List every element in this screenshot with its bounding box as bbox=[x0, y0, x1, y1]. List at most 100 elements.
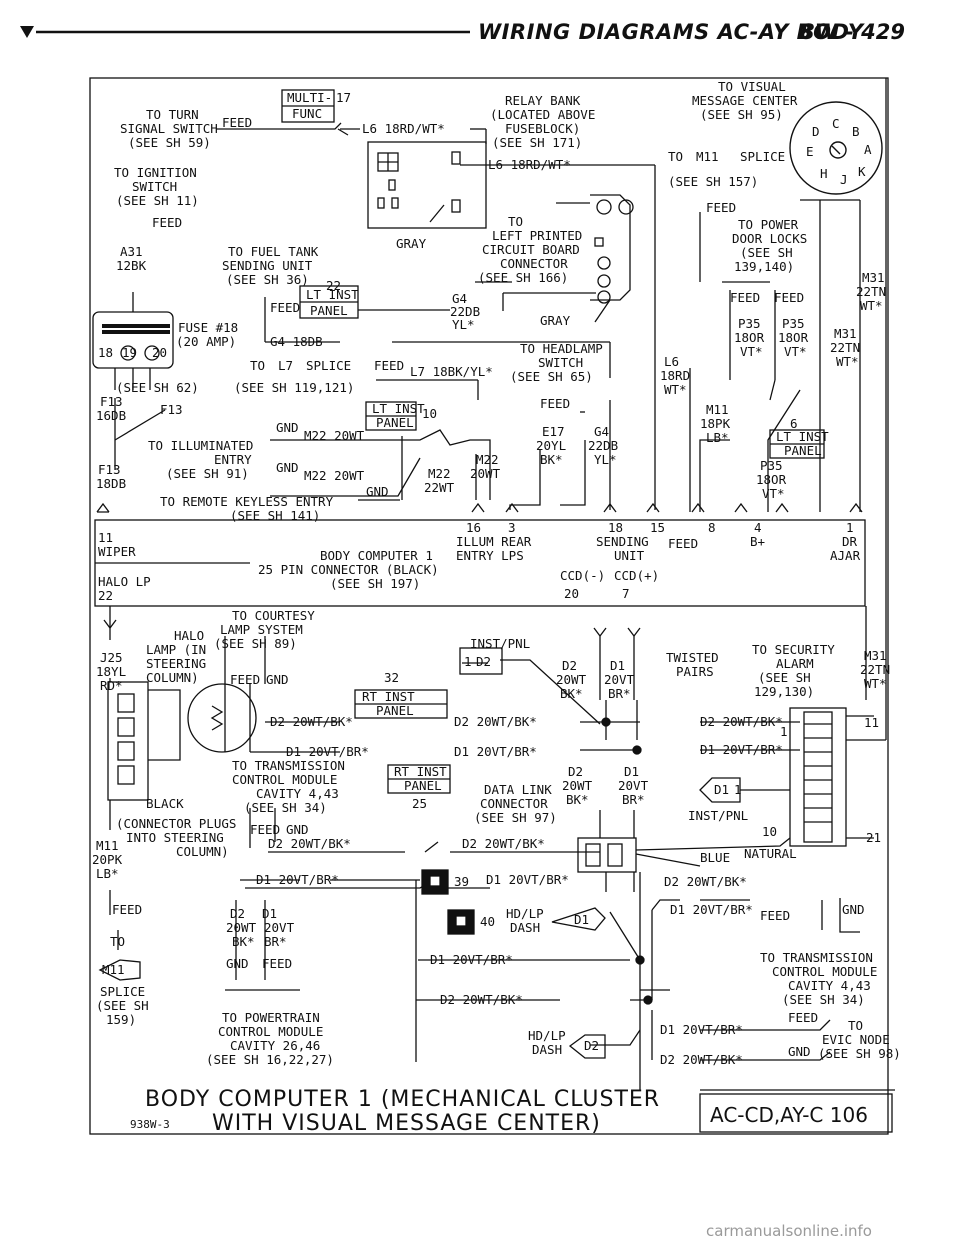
label-pin-1b: 1 bbox=[780, 724, 788, 739]
label-gray-2: GRAY bbox=[540, 313, 571, 328]
label-rt-panel-2: PANEL bbox=[404, 778, 442, 793]
label-feed-6: FEED bbox=[374, 358, 404, 373]
label-steering: STEERING bbox=[146, 656, 206, 671]
label-to-courtesy: TO COURTESY bbox=[232, 608, 315, 623]
header-rule bbox=[20, 26, 470, 38]
label-evic-node: EVIC NODE bbox=[822, 1032, 890, 1047]
label-to-fuel: TO FUEL TANK bbox=[228, 244, 319, 259]
label-fuse-pin-18: 18 bbox=[98, 345, 113, 360]
label-connector-2: CONNECTOR bbox=[480, 796, 548, 811]
label-d2-1-color: BK* bbox=[560, 686, 583, 701]
label-fuse-pin-19: 19 bbox=[122, 345, 137, 360]
label-pairs: PAIRS bbox=[676, 664, 714, 679]
label-panel: PANEL bbox=[310, 303, 348, 318]
label-d1-3-wire: 20VT bbox=[264, 920, 295, 935]
label-25: 25 bbox=[412, 796, 427, 811]
label-circuit-board: CIRCUIT BOARD bbox=[482, 242, 580, 257]
mc-letter-e: E bbox=[806, 144, 814, 159]
label-m11: M11 bbox=[696, 149, 719, 164]
label-control-module-3: CONTROL MODULE bbox=[218, 1024, 323, 1039]
label-f13-b-wire: 18DB bbox=[96, 476, 126, 491]
label-ajar: AJAR bbox=[830, 548, 861, 563]
label-body-computer: BODY COMPUTER 1 bbox=[320, 548, 433, 563]
label-to-power: TO POWER bbox=[738, 217, 799, 232]
label-feed-11: FEED bbox=[112, 902, 142, 917]
label-see-sh-11: (SEE SH 11) bbox=[116, 193, 199, 208]
label-to-illuminated: TO ILLUMINATED bbox=[148, 438, 253, 453]
label-cavity-443: CAVITY 4,43 bbox=[256, 786, 339, 801]
label-17: 17 bbox=[336, 90, 351, 105]
label-m11-b-wire: 18PK bbox=[700, 416, 731, 431]
mc-letter-b: B bbox=[852, 124, 860, 139]
label-rt-inst: RT INST bbox=[362, 689, 415, 704]
label-g4-b-wire: 22DB bbox=[588, 438, 618, 453]
mc-letter-k: K bbox=[858, 164, 866, 179]
label-d2-3: D2 bbox=[230, 906, 245, 921]
label-lt-inst-3: LT INST bbox=[776, 429, 829, 444]
label-d2-line-3: D2 20WT/BK* bbox=[700, 714, 783, 729]
label-sending: SENDING bbox=[596, 534, 649, 549]
label-d1-line-5: D1 20VT/BR* bbox=[486, 872, 569, 887]
label-d2-2-wire: 20WT bbox=[562, 778, 593, 793]
label-to-turn: TO TURN bbox=[146, 107, 199, 122]
label-l7: L7 bbox=[278, 358, 293, 373]
label-entry: ENTRY bbox=[214, 452, 252, 467]
label-d1-line-3: D1 20VT/BR* bbox=[700, 742, 783, 757]
label-switch-2: SWITCH bbox=[538, 355, 583, 370]
label-m11-c-color: LB* bbox=[96, 866, 119, 881]
label-m31-a-wire: 22TN bbox=[856, 284, 886, 299]
label-to-headlamp: TO HEADLAMP bbox=[520, 341, 603, 356]
label-relay-bank: RELAY BANK bbox=[505, 93, 581, 108]
label-sh-139: 139,140) bbox=[734, 259, 794, 274]
label-p35-a: P35 bbox=[738, 316, 761, 331]
label-m11-b-color: LB* bbox=[706, 430, 729, 445]
label-fuseblock: FUSEBLOCK) bbox=[505, 121, 580, 136]
label-see-sh-97: (SEE SH 97) bbox=[474, 810, 557, 825]
label-to-l7: TO bbox=[250, 358, 265, 373]
label-20-amp: (20 AMP) bbox=[176, 334, 236, 349]
label-m22-a: M22 bbox=[476, 452, 499, 467]
label-d1-3: D1 bbox=[262, 906, 277, 921]
label-fuse-pin-20: 20 bbox=[152, 345, 167, 360]
label-j25: J25 bbox=[100, 650, 123, 665]
mc-letter-d: D bbox=[812, 124, 820, 139]
watermark: carmanualsonline.info bbox=[706, 1222, 872, 1240]
diagram-lines bbox=[89, 77, 895, 1135]
label-d1-tag-2: D1 bbox=[574, 912, 589, 927]
label-sh-129: 129,130) bbox=[754, 684, 814, 699]
label-multi-func-1: MULTI- bbox=[287, 90, 332, 105]
triangle-marker-icon bbox=[20, 26, 34, 38]
label-m11-d: M11 bbox=[102, 962, 125, 977]
label-d1-line-4: D1 20VT/BR* bbox=[256, 872, 339, 887]
label-blue: BLUE bbox=[700, 850, 730, 865]
label-m22-20wt-2: M22 20WT bbox=[304, 468, 365, 483]
label-feed-14: FEED bbox=[788, 1010, 818, 1025]
label-halo-lp: HALO LP bbox=[98, 574, 151, 589]
message-center-connector-icon bbox=[789, 101, 883, 195]
label-gnd-2: GND bbox=[276, 460, 299, 475]
label-g4-b-color: YL* bbox=[594, 452, 617, 467]
label-d2-line-8: D2 20WT/BK* bbox=[660, 1052, 743, 1067]
label-p35-b-wire: 18OR bbox=[778, 330, 809, 345]
label-pin-tag-d2: D2 bbox=[476, 654, 491, 669]
label-control-module-2: CONTROL MODULE bbox=[772, 964, 877, 979]
label-pin-18: 18 bbox=[608, 520, 623, 535]
label-m31-b: M31 bbox=[834, 326, 857, 341]
label-e17: E17 bbox=[542, 424, 565, 439]
label-l6-color: WT* bbox=[664, 382, 687, 397]
label-l6-wire: L6 18RD/WT* bbox=[362, 121, 445, 136]
label-m22-20wt: M22 20WT bbox=[304, 428, 365, 443]
label-feed-7: FEED bbox=[540, 396, 570, 411]
label-feed-9: FEED bbox=[230, 672, 260, 687]
label-lt-inst: LT INST bbox=[306, 287, 359, 302]
label-pin-10: 10 bbox=[762, 824, 777, 839]
mc-letter-a: A bbox=[864, 142, 872, 157]
mc-letter-c: C bbox=[832, 116, 840, 131]
label-22: 22 bbox=[326, 278, 341, 293]
diagram-labels: TO TURN SIGNAL SWITCH (SEE SH 59) FEED M… bbox=[92, 79, 901, 1067]
label-unit: UNIT bbox=[614, 548, 645, 563]
label-feed: FEED bbox=[222, 115, 252, 130]
label-located-above: (LOCATED ABOVE bbox=[490, 107, 595, 122]
label-see-sh-95: (SEE SH 95) bbox=[700, 107, 783, 122]
label-feed-4: FEED bbox=[730, 290, 760, 305]
